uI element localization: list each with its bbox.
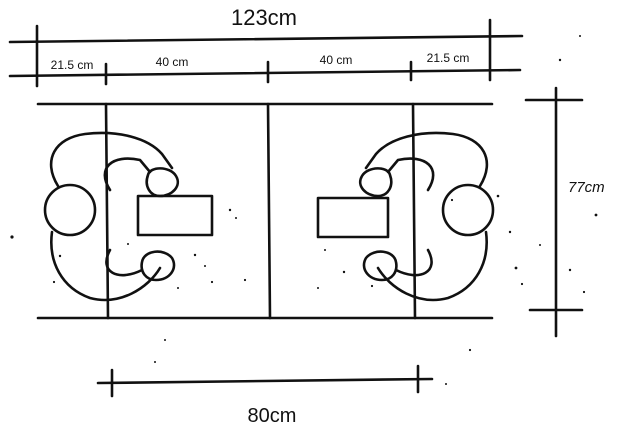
left-person-inner-arm (105, 248, 144, 277)
right-person-left-hand (362, 250, 398, 282)
left-document (136, 194, 214, 237)
right-person-head (441, 183, 495, 237)
scan-speckle (10, 35, 598, 385)
right-person-upper-arm (386, 157, 435, 192)
left-person-lower-arm (50, 230, 162, 302)
left-person-upper-arm (103, 157, 152, 192)
table-divider-left (104, 102, 110, 320)
right-person-body (364, 131, 489, 188)
right-person-inner-arm (394, 248, 433, 277)
total-width-line (8, 34, 524, 44)
depth-dimension (524, 86, 584, 338)
total-width-label: 123cm (231, 5, 297, 30)
right-person-right-hand (358, 167, 393, 198)
left-middle-width-label: 40 cm (156, 55, 189, 69)
separation-line (96, 377, 434, 385)
top-dimension-lines (8, 18, 524, 88)
table (36, 102, 494, 320)
table-divider-center (266, 102, 272, 320)
left-person-body (49, 131, 174, 188)
depth-label: 77cm (568, 179, 605, 196)
right-edge-width-label: 21.5 cm (427, 51, 470, 65)
left-person-right-hand (145, 167, 180, 198)
table-divider-right (411, 102, 417, 320)
separation-label: 80cm (248, 405, 297, 427)
right-middle-width-label: 40 cm (320, 53, 353, 67)
right-person-lower-arm (376, 230, 488, 302)
segment-line (8, 68, 522, 78)
left-person (43, 131, 214, 302)
left-person-left-hand (140, 250, 176, 282)
separation-dimension (96, 364, 434, 398)
left-edge-width-label: 21.5 cm (51, 58, 94, 72)
right-document (316, 196, 390, 239)
right-person (316, 131, 495, 302)
left-person-head (43, 183, 97, 237)
